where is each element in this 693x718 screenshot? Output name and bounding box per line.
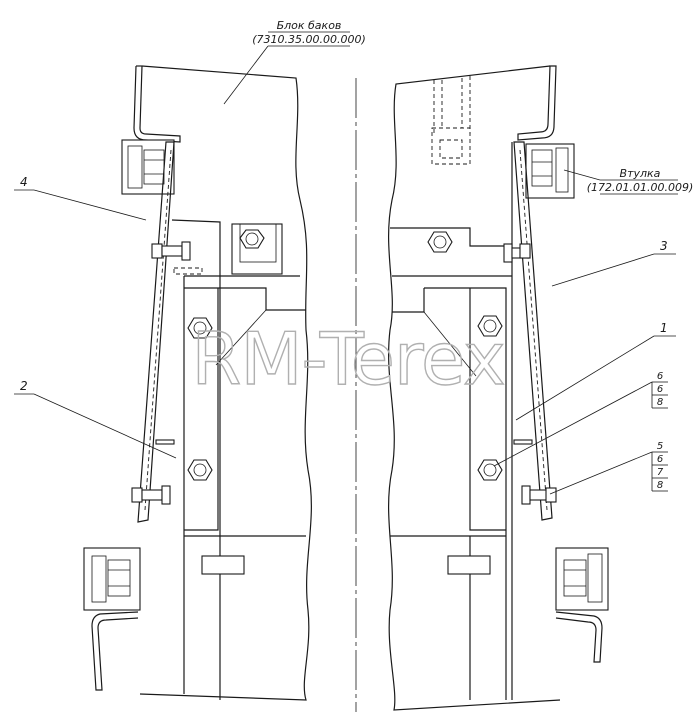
right-lower-clamp <box>555 547 609 611</box>
right-top-bracket <box>517 65 557 141</box>
left-bolt-lower-icon <box>131 485 171 505</box>
callout-4: 4 <box>20 175 28 189</box>
block-code: (7310.35.00.00.000) <box>252 33 366 46</box>
stack-b-item-1: 6 <box>657 454 663 465</box>
stack-a-item-1: 6 <box>657 384 663 395</box>
left-lower-slot <box>201 555 245 575</box>
right-nut-lower-icon <box>477 459 503 481</box>
callout-2: 2 <box>20 379 28 393</box>
stack-a-item-0: 6 <box>657 371 663 382</box>
callout-3: 3 <box>660 239 668 253</box>
stack-b-item-2: 7 <box>657 467 664 478</box>
right-bolt-lower-icon <box>521 485 557 505</box>
left-top-bracket <box>133 65 181 143</box>
right-nut-upper-icon <box>477 315 503 337</box>
left-nut-upper-icon <box>187 317 213 339</box>
left-upper-clamp <box>121 139 175 195</box>
left-top-nut-icon <box>239 229 265 249</box>
right-bolt-upper-icon <box>503 243 531 263</box>
right-top-nut-icon <box>427 231 453 253</box>
right-filler-neck <box>431 76 471 165</box>
left-bolt-upper-icon <box>151 241 191 261</box>
callout-1: 1 <box>660 321 668 335</box>
right-lower-slot <box>447 555 491 575</box>
stack-a-item-2: 8 <box>657 397 663 408</box>
watermark: RM-Terex <box>191 317 504 401</box>
right-side-strap <box>513 141 553 521</box>
left-nut-lower-icon <box>187 459 213 481</box>
left-inner-frame <box>171 219 221 700</box>
left-assembly <box>83 65 312 701</box>
stack-b-item-3: 8 <box>657 480 663 491</box>
left-tank-outline <box>139 65 312 701</box>
bushing-title: Втулка <box>620 167 661 180</box>
stack-b-item-0: 5 <box>657 441 663 452</box>
left-bottom-bracket <box>91 611 139 691</box>
leader-lines <box>14 31 678 495</box>
left-side-strap <box>137 141 175 523</box>
block-title: Блок баков <box>277 19 342 32</box>
callout-stack-a: 6 6 8 <box>651 371 668 409</box>
right-bottom-bracket <box>555 611 603 663</box>
left-lower-clamp <box>83 547 141 611</box>
bushing-code: (172.01.01.00.009) <box>587 181 693 194</box>
callout-stack-b: 5 6 7 8 <box>651 441 668 492</box>
right-tank-outline <box>387 65 561 711</box>
right-assembly <box>387 65 609 711</box>
